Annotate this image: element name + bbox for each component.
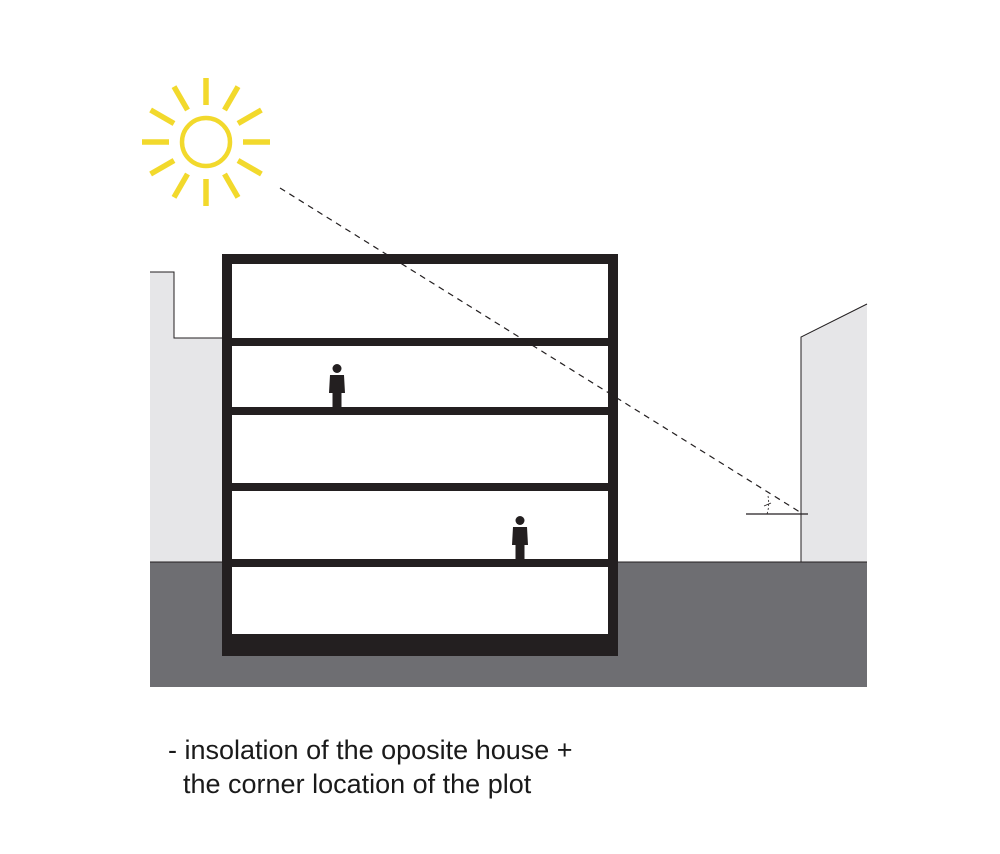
diagram-caption: - insolation of the oposite house + the … <box>168 733 573 801</box>
foundation-slab <box>222 634 618 656</box>
building-section <box>222 254 618 656</box>
caption-line-1: - insolation of the oposite house + <box>168 735 573 765</box>
person-icon <box>512 516 528 560</box>
sun-ray-stroke <box>222 172 241 199</box>
angle-tick <box>763 502 772 507</box>
sun-ray-stroke <box>236 107 263 126</box>
right-neighbor-outline <box>800 303 868 562</box>
sun-ray <box>279 187 804 515</box>
angle-arc <box>766 495 770 515</box>
sun-ray-stroke <box>222 85 241 112</box>
floor-slab-1 <box>222 338 618 346</box>
caption-line-2: the corner location of the plot <box>168 769 532 799</box>
roof-slab <box>222 254 618 264</box>
sun-ray-stroke <box>171 85 190 112</box>
building-interior <box>223 255 617 656</box>
floor-slab-4 <box>222 559 618 567</box>
left-neighbor-building <box>150 272 222 562</box>
sun-ray-stroke <box>171 172 190 199</box>
left-wall <box>222 254 232 656</box>
sun-ray-stroke <box>236 158 263 177</box>
person-icon <box>329 364 345 408</box>
sun-icon <box>142 78 270 206</box>
left-neighbor-outline <box>150 271 222 339</box>
right-neighbor-building <box>801 304 867 562</box>
sun-ray-stroke <box>149 158 176 177</box>
floor-slab-3 <box>222 483 618 491</box>
sun-ray-stroke <box>149 107 176 126</box>
right-wall <box>608 254 618 656</box>
floor-slab-2 <box>222 407 618 415</box>
